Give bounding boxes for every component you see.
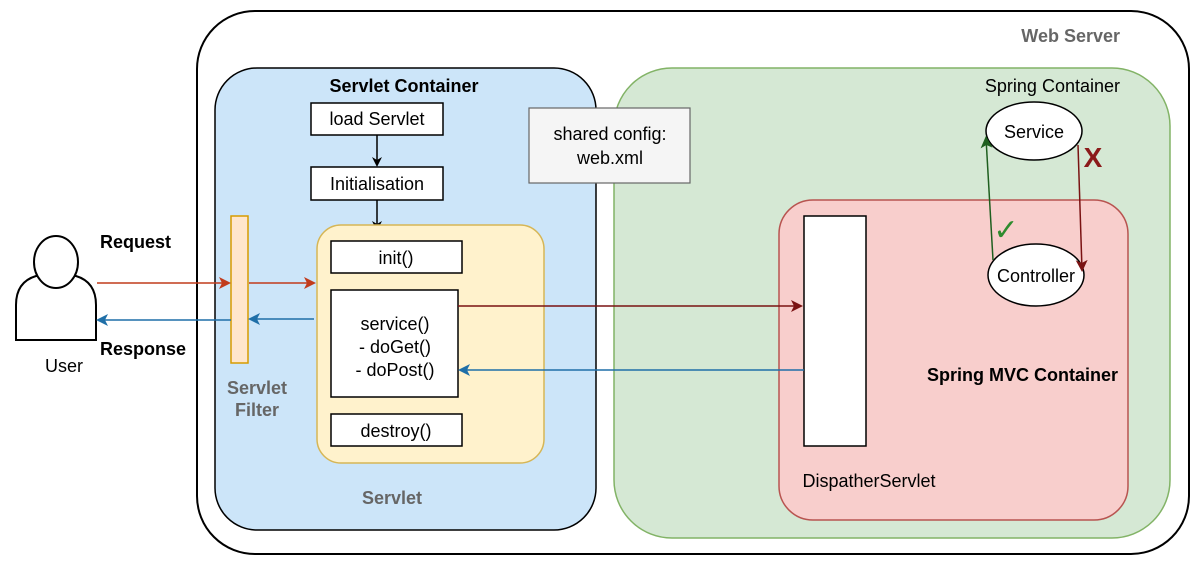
service-method-line3: - doPost(): [355, 360, 434, 380]
shared-config-line1: shared config:: [553, 124, 666, 144]
servlet-container-label: Servlet Container: [329, 76, 478, 96]
servlet-filter-label-line2: Filter: [235, 400, 279, 420]
arrow-controller-to-service: [980, 136, 994, 261]
response-label: Response: [100, 339, 186, 359]
load-servlet-box: [310, 102, 444, 136]
service-method-line1: service(): [360, 314, 429, 334]
cross-mark-icon: X: [1084, 142, 1103, 173]
service-method-line2: - doGet(): [359, 337, 431, 357]
web-server-label: Web Server: [1021, 26, 1120, 46]
initialisation-label: Initialisation: [330, 174, 424, 194]
user-label: User: [45, 356, 83, 376]
init-method-box: [330, 240, 463, 274]
request-label: Request: [100, 232, 171, 252]
controller-node-label: Controller: [997, 266, 1075, 286]
user-icon: [15, 235, 97, 341]
service-node: [985, 101, 1083, 161]
spring-mvc-container-label: Spring MVC Container: [927, 365, 1118, 385]
spring-container-label: Spring Container: [985, 76, 1120, 96]
servlet-filter-label-line1: Servlet: [227, 378, 287, 398]
dispatcher-servlet-label: DispatherServlet: [802, 471, 935, 491]
init-method-label: init(): [379, 248, 414, 268]
load-servlet-label: load Servlet: [329, 109, 424, 129]
service-node-label: Service: [1004, 122, 1064, 142]
dispatcher-servlet-box: [803, 215, 867, 447]
check-mark-icon: ✓: [993, 214, 1018, 247]
destroy-method-box: [330, 413, 463, 447]
servlet-filter-bar: [230, 215, 249, 364]
destroy-method-label: destroy(): [360, 421, 431, 441]
shared-config-line2: web.xml: [576, 148, 643, 168]
shared-config-box: [528, 107, 691, 184]
controller-node: [987, 243, 1085, 307]
arrow-service-to-controller: [1075, 144, 1088, 272]
service-method-box: [330, 289, 459, 398]
servlet-label: Servlet: [362, 488, 422, 508]
